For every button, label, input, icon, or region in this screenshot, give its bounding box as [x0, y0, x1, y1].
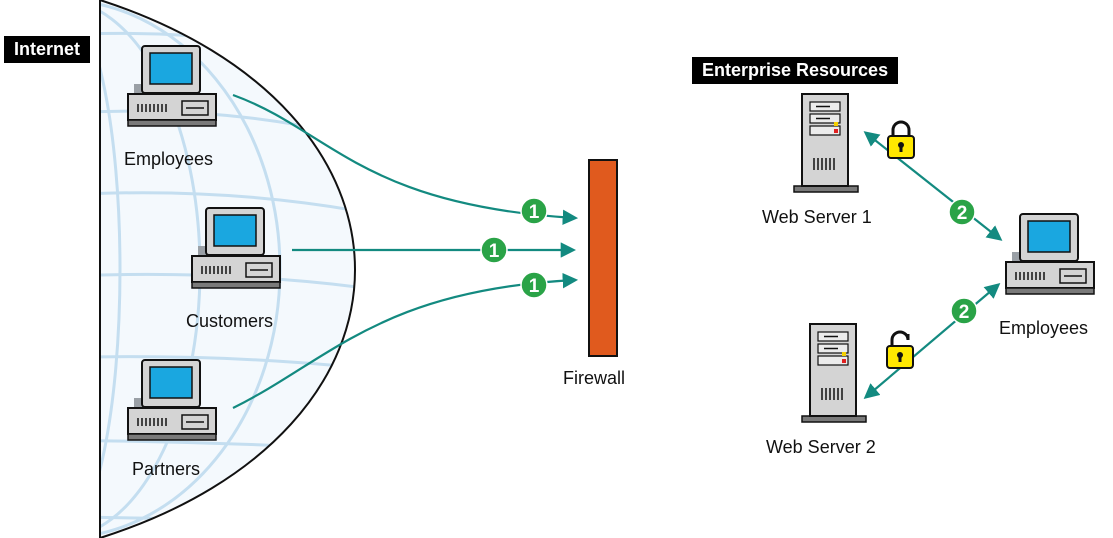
connector-server1	[863, 131, 1003, 241]
step-badge-1b: 1	[480, 236, 508, 264]
svg-text:1: 1	[529, 202, 540, 223]
connector-employees	[232, 93, 579, 225]
employees-label: Employees	[124, 149, 214, 169]
connector-server2	[863, 283, 1001, 399]
step-badge-2a: 2	[948, 198, 976, 226]
svg-text:2: 2	[959, 302, 970, 323]
firewall-label: Firewall	[563, 368, 626, 388]
svg-text:1: 1	[489, 241, 500, 262]
lock-closed-icon	[886, 120, 916, 160]
enterprise-employees-computer-icon	[1005, 213, 1095, 295]
web-server-2-label: Web Server 2	[766, 437, 876, 457]
step-badge-1a: 1	[520, 197, 548, 225]
internet-label: Internet	[4, 36, 91, 63]
web-server-1-label: Web Server 1	[762, 207, 872, 227]
lock-open-icon	[885, 330, 915, 370]
web-server-2-icon	[801, 323, 867, 423]
firewall-wall	[588, 159, 618, 357]
enterprise-employees-label: Employees	[999, 318, 1089, 338]
partners-label: Partners	[132, 459, 201, 479]
svg-text:1: 1	[529, 276, 540, 297]
customers-label: Customers	[186, 311, 274, 331]
connector-partners	[232, 272, 579, 409]
svg-text:2: 2	[957, 203, 968, 224]
web-server-1-icon	[793, 93, 859, 193]
step-badge-2b: 2	[950, 297, 978, 325]
enterprise-resources-label: Enterprise Resources	[692, 57, 899, 84]
step-badge-1c: 1	[520, 271, 548, 299]
